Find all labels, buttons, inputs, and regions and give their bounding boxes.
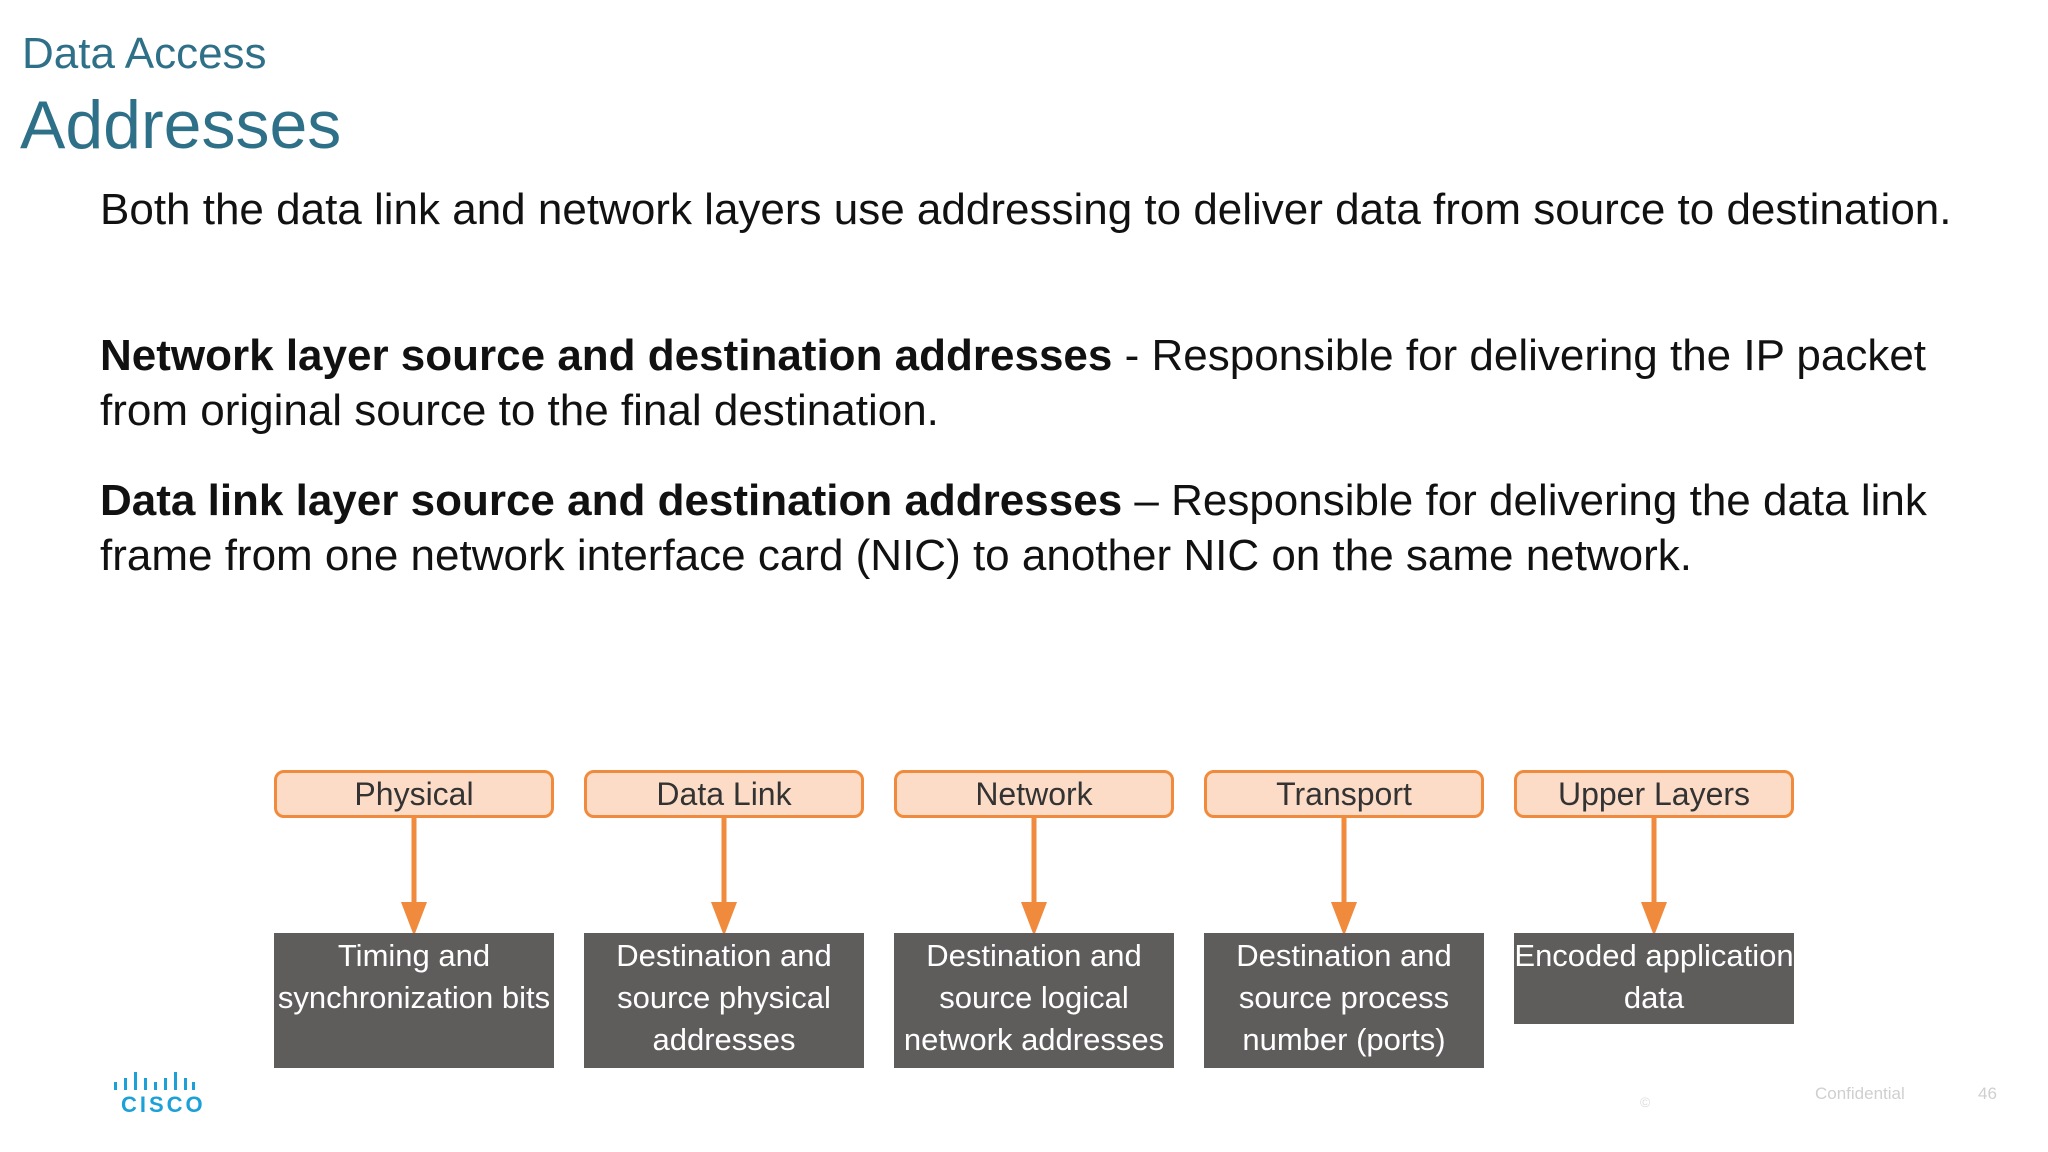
cisco-logo-icon (114, 1072, 195, 1090)
copyright-mark: © (1640, 1094, 1651, 1110)
description-box-network: Destination and source logical network a… (894, 933, 1174, 1068)
data-link-layer-text: – Responsible for delivering the data li… (100, 476, 1927, 580)
layer-box-network: Network (894, 770, 1174, 818)
down-arrow-icon (1021, 818, 1047, 936)
down-arrow-icon (1641, 818, 1667, 936)
slide-subtitle: Data Access (22, 29, 267, 78)
slide-title: Addresses (20, 87, 342, 163)
down-arrow-icon (401, 818, 427, 936)
layer-box-physical: Physical (274, 770, 554, 818)
down-arrow-icon (1331, 818, 1357, 936)
cisco-logo-text: CISCO (121, 1092, 206, 1117)
layer-box-data-link: Data Link (584, 770, 864, 818)
data-link-layer-heading: Data link layer source and destination a… (100, 476, 1123, 525)
confidential-label: Confidential (1815, 1084, 1905, 1103)
layer-box-transport: Transport (1204, 770, 1484, 818)
description-box-physical: Timing and synchronization bits (274, 933, 554, 1068)
paragraph-data-link-layer: Data link layer source and destination a… (100, 473, 1980, 583)
page-number: 46 (1978, 1084, 1997, 1103)
description-box-upper-layers: Encoded application data (1514, 933, 1794, 1024)
network-layer-text: - Responsible for delivering the IP pack… (100, 331, 1927, 435)
paragraph-intro: Both the data link and network layers us… (100, 185, 1952, 234)
layer-box-upper-layers: Upper Layers (1514, 770, 1794, 818)
down-arrow-icon (711, 818, 737, 936)
description-box-transport: Destination and source process number (p… (1204, 933, 1484, 1068)
paragraph-network-layer: Network layer source and destination add… (100, 328, 1980, 438)
description-box-data-link: Destination and source physical addresse… (584, 933, 864, 1068)
network-layer-heading: Network layer source and destination add… (100, 331, 1113, 380)
